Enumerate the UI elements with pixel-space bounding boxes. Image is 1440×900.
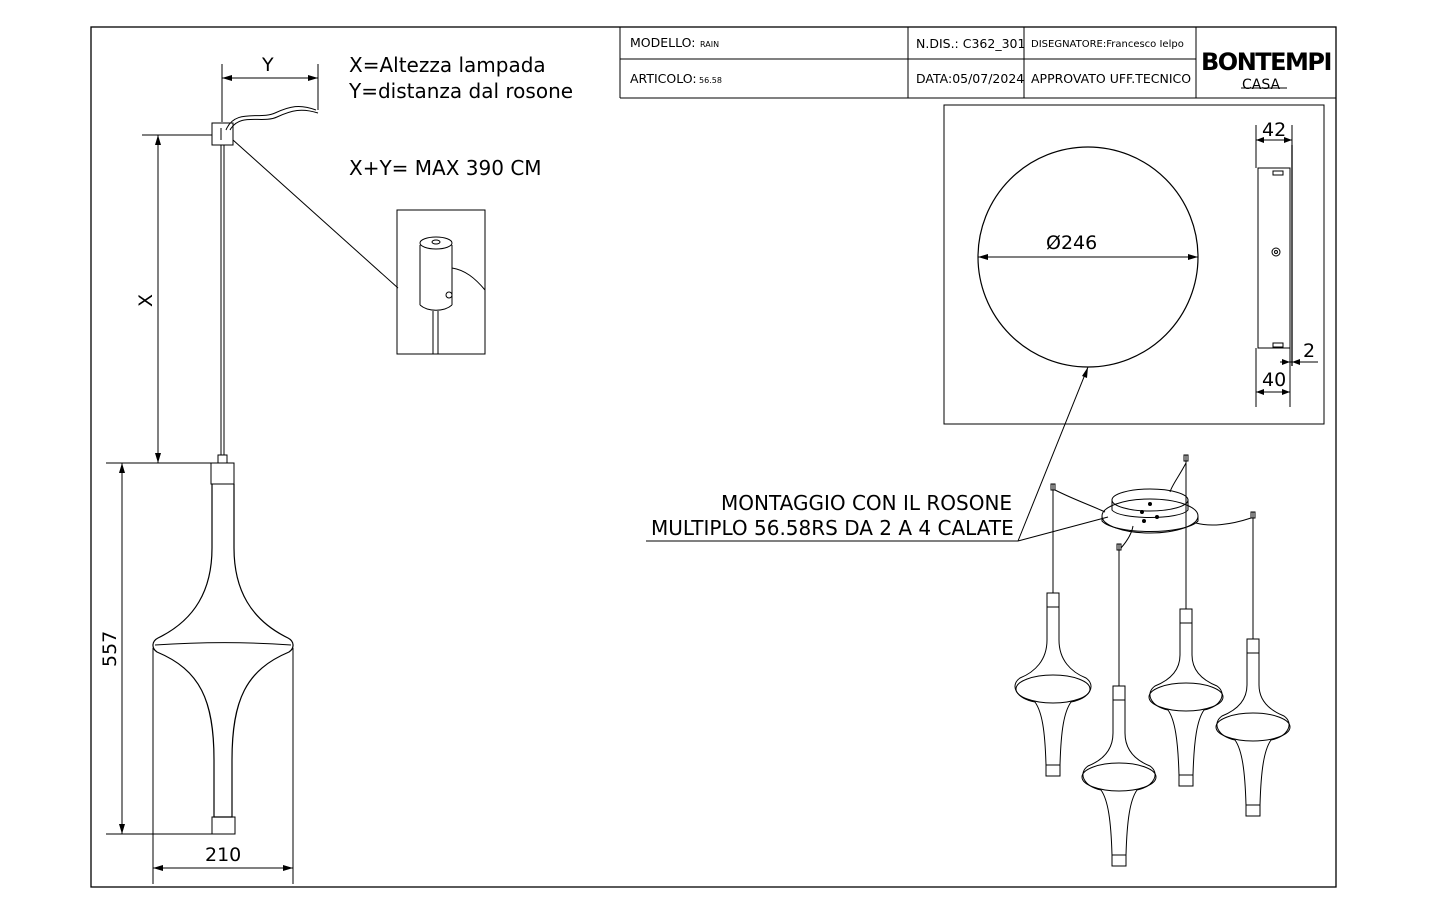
note-max-length: X+Y= MAX 390 CM (349, 156, 542, 180)
montaggio-line-2: MULTIPLO 56.58RS DA 2 A 4 CALATE (651, 516, 1014, 540)
note-x-definition: X=Altezza lampada (349, 53, 546, 77)
dim-diameter-label: Ø246 (1046, 232, 1097, 254)
dim-depth-top-label: 42 (1262, 119, 1286, 141)
disegnatore-field: DISEGNATORE:Francesco Ielpo (1031, 39, 1184, 50)
dim-x-label: X (135, 294, 157, 307)
multi-pendant-assembly (1014, 454, 1291, 867)
approvato-field: APPROVATO UFF.TECNICO (1031, 71, 1191, 86)
data-field: DATA:05/07/2024 (916, 71, 1024, 86)
dim-y-label: Y (261, 54, 274, 76)
drawing-frame (90, 26, 1337, 888)
articolo-value: 56.58 (699, 76, 722, 85)
connector-detail (232, 139, 486, 355)
dim-thickness-label: 2 (1303, 340, 1315, 362)
ndis-field: N.DIS.: C362_301 (916, 36, 1025, 51)
logo-casa: CASA (1242, 77, 1280, 93)
title-block: MODELLO: RAIN ARTICOLO: 56.58 N.DIS.: C3… (619, 27, 1336, 99)
articolo-label: ARTICOLO: (630, 71, 697, 86)
note-y-definition: Y=distanza dal rosone (348, 79, 573, 103)
pendant-elevation: Y X 557 210 (99, 54, 319, 884)
montaggio-line-1: MONTAGGIO CON IL ROSONE (721, 491, 1012, 515)
dim-width-label: 210 (205, 844, 241, 866)
bontempi-logo: BONTEMPI CASA (1201, 48, 1332, 93)
dim-height-label: 557 (99, 631, 121, 667)
dim-depth-bottom-label: 40 (1262, 369, 1286, 391)
modello-value: RAIN (700, 40, 719, 49)
modello-label: MODELLO: (630, 35, 695, 50)
rosette-detail: Ø246 42 40 2 (943, 104, 1325, 425)
logo-brand: BONTEMPI (1201, 48, 1331, 76)
